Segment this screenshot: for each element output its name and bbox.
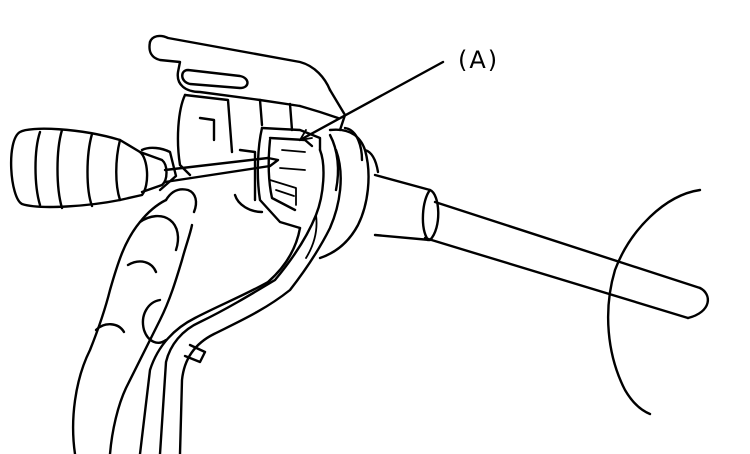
disc: [606, 188, 702, 416]
screwdriver: [10, 127, 280, 210]
pedal-arm: [138, 148, 342, 454]
callout-label: (A): [458, 46, 499, 74]
mounting-bracket: [148, 34, 347, 177]
pivot-housing: [318, 126, 380, 260]
retaining-clip: [233, 126, 322, 230]
shaft: [373, 173, 710, 320]
hand: [71, 146, 198, 454]
callout-a: (A): [298, 46, 499, 142]
